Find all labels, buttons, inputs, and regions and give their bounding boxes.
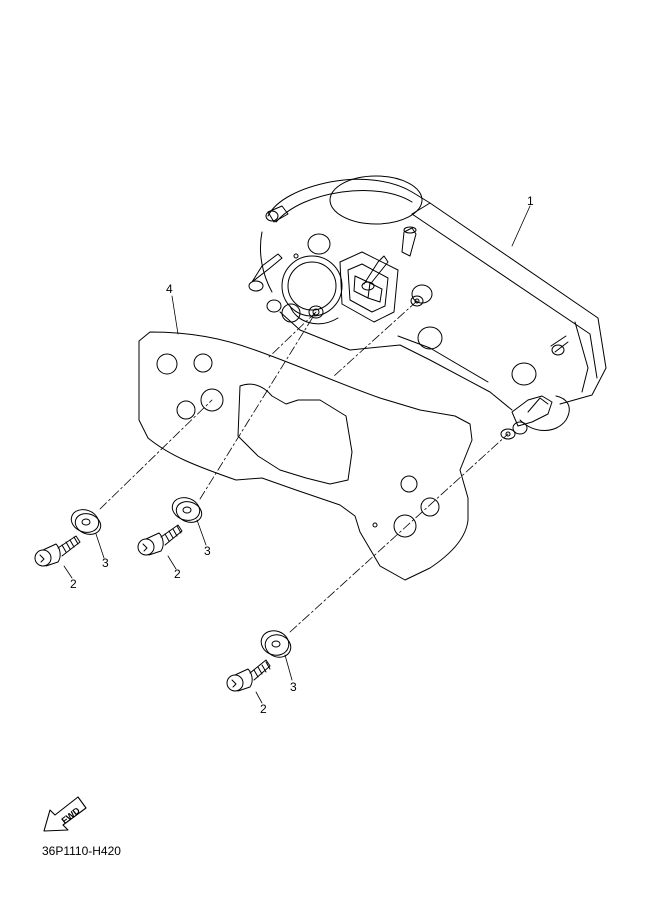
fwd-arrow-icon (43, 796, 87, 832)
leader-lines (63, 205, 531, 704)
callout-part-4: 4 (166, 282, 173, 296)
callout-part-2-bottom: 2 (260, 702, 267, 716)
meter-bracket (138, 331, 473, 581)
callout-part-3-middle: 3 (204, 544, 211, 558)
alignment-lines (99, 300, 509, 633)
meter-assembly (248, 175, 607, 440)
callout-part-2-left: 2 (70, 577, 77, 591)
drawing-code: 36P1110-H420 (42, 844, 121, 858)
washers (70, 497, 292, 658)
screws (34, 524, 271, 692)
callout-part-3-left: 3 (102, 556, 109, 570)
callout-part-2-middle: 2 (174, 567, 181, 581)
callout-part-3-bottom: 3 (290, 680, 297, 694)
callout-part-1: 1 (527, 194, 534, 208)
